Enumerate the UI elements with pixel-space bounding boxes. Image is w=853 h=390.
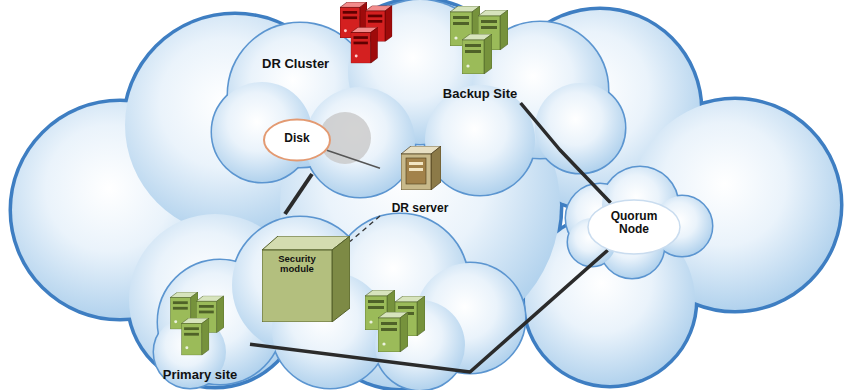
node-icon [450, 6, 510, 76]
node-label: Backup Site [425, 87, 535, 102]
node-label: Quorum Node [599, 210, 669, 236]
link-line [327, 150, 380, 168]
server-node: DR server [380, 146, 460, 218]
node-label: DR Cluster [262, 57, 329, 72]
site-node: Backup Site [425, 6, 535, 103]
node-icon [262, 236, 350, 322]
site-node: Primary site [150, 292, 250, 384]
link-line [521, 103, 611, 203]
cluster-node: DR Cluster [262, 2, 396, 74]
quorum-node: Quorum Node [586, 198, 682, 256]
node-icon [340, 2, 394, 65]
node-icon [170, 292, 226, 357]
link-line [250, 250, 608, 372]
disk-circle: Disk [262, 118, 332, 162]
security-box: Security module [262, 236, 350, 322]
link-line [350, 216, 380, 242]
node-label: DR server [380, 202, 460, 216]
node-label: Primary site [150, 368, 250, 383]
node-label: Disk [262, 132, 332, 146]
node-label: Security module [264, 254, 330, 275]
node-icon [401, 146, 441, 190]
